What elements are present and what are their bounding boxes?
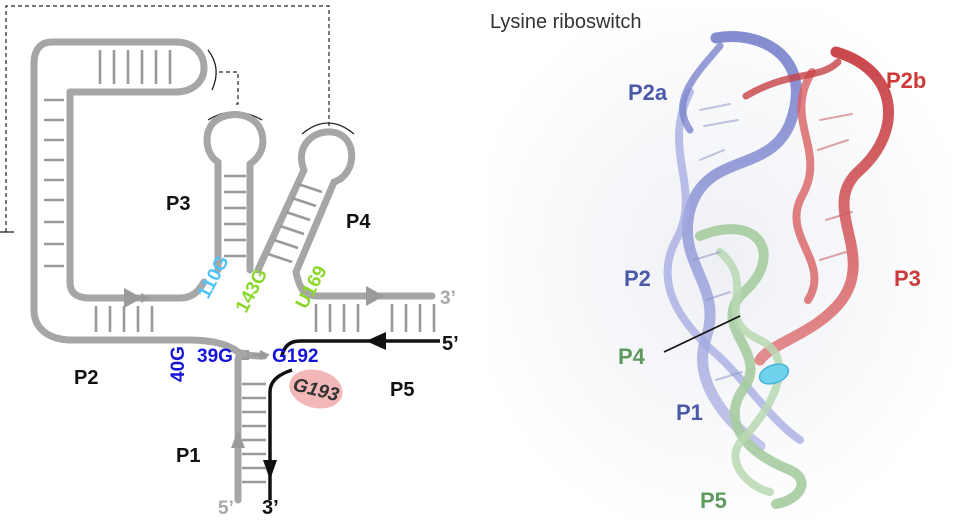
p5-helix — [234, 268, 440, 360]
label-p5: P5 — [700, 488, 727, 513]
nucleotide-g192: G192 — [272, 346, 318, 367]
p1-arrow-grey — [231, 430, 245, 448]
p4-label: P4 — [346, 211, 371, 233]
nucleotide-110g: 110G — [194, 252, 234, 302]
p4-hairpin — [254, 128, 356, 276]
label-p2a: P2a — [628, 80, 668, 105]
strand-direction-arrow — [124, 288, 142, 308]
p1-helix — [231, 350, 293, 504]
three-prime-end-top: 3’ — [440, 288, 456, 309]
secondary-structure-diagram: P3 P4 P2 P5 P1 3’ 5’ 5’ 3’ 110G 143G U16… — [0, 5, 459, 519]
nucleotide-143g: 143G — [232, 265, 272, 316]
label-p3: P3 — [894, 266, 921, 291]
five-prime-end-bottom: 5’ — [218, 498, 234, 519]
p5-label: P5 — [390, 379, 414, 401]
p4-pointer-line — [663, 315, 741, 353]
p5-arrow-black — [366, 332, 386, 350]
p1-arrow-black — [263, 460, 277, 480]
nucleotide-39g: 39G — [197, 346, 233, 367]
p3-hairpin — [203, 111, 267, 274]
nucleotide-40g: 40G — [168, 346, 189, 382]
five-prime-end-right: 5’ — [442, 333, 459, 355]
ribbon-model — [663, 31, 895, 509]
label-p2: P2 — [624, 266, 651, 291]
g193-highlight — [289, 369, 343, 409]
p1-label: P1 — [176, 445, 200, 467]
tertiary-structure-panel: Lysine riboswitch — [486, 6, 952, 520]
lysine-ligand — [758, 363, 790, 385]
p5-arrow-grey — [366, 286, 384, 306]
label-p1: P1 — [676, 400, 703, 425]
p2-hairpin — [30, 38, 242, 356]
label-p4: P4 — [618, 344, 646, 369]
three-prime-end-bottom: 3’ — [262, 497, 279, 519]
p3-label: P3 — [166, 193, 190, 215]
structure-title: Lysine riboswitch — [490, 11, 642, 33]
p2-label: P2 — [74, 367, 98, 389]
label-p2b: P2b — [886, 68, 926, 93]
tertiary-contact-lines — [5, 5, 330, 232]
